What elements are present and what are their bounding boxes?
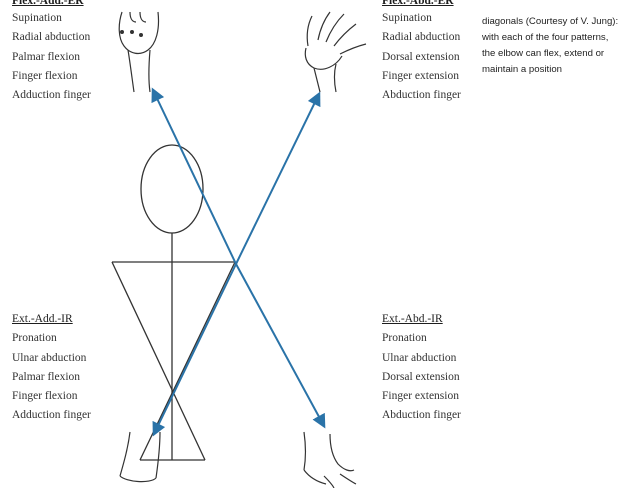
- fist-hand-icon: [119, 12, 158, 92]
- pattern-item: Ulnar abduction: [382, 349, 461, 368]
- pattern-item: Supination: [382, 9, 461, 28]
- pattern-item: Adduction finger: [12, 86, 91, 105]
- torso-right: [140, 262, 235, 460]
- caption-line: diagonals (Courtesy of V. Jung):: [482, 14, 640, 30]
- pattern-item: Pronation: [12, 329, 91, 348]
- pattern-item: Dorsal extension: [382, 368, 461, 387]
- pattern-item: Supination: [12, 9, 91, 28]
- pattern-item: Adduction finger: [12, 406, 91, 425]
- pattern-title: Ext.-Abd.-IR: [382, 310, 461, 329]
- pattern-item: Radial abduction: [382, 28, 461, 47]
- pattern-item: Finger flexion: [12, 67, 91, 86]
- pattern-item: Finger extension: [382, 387, 461, 406]
- open-hand-icon: [304, 432, 356, 488]
- fist-hand-icon: [120, 432, 160, 482]
- pattern-top-left: Flex.-Add.-ER Supination Radial abductio…: [12, 0, 91, 105]
- torso-left: [112, 262, 205, 460]
- arrow-bottom-left: [154, 264, 236, 434]
- pattern-item: Radial abduction: [12, 28, 91, 47]
- open-hand-icon: [305, 12, 366, 92]
- pattern-item: Finger flexion: [12, 387, 91, 406]
- caption-line: maintain a position: [482, 62, 640, 78]
- pattern-title: Flex.-Add.-ER: [12, 0, 91, 9]
- head: [141, 145, 203, 233]
- pattern-top-right: Flex.-Abd.-ER Supination Radial abductio…: [382, 0, 461, 105]
- pattern-item: Dorsal extension: [382, 48, 461, 67]
- arrow-top-right: [236, 94, 319, 264]
- pattern-item: Palmar flexion: [12, 48, 91, 67]
- pattern-item: Ulnar abduction: [12, 349, 91, 368]
- pattern-bottom-left: Ext.-Add.-IR Pronation Ulnar abduction P…: [12, 310, 91, 426]
- arrow-top-left: [153, 90, 236, 264]
- pattern-item: Abduction finger: [382, 406, 461, 425]
- arrow-bottom-right: [236, 264, 324, 426]
- pattern-bottom-right: Ext.-Abd.-IR Pronation Ulnar abduction D…: [382, 310, 461, 426]
- pattern-item: Pronation: [382, 329, 461, 348]
- pattern-item: Palmar flexion: [12, 368, 91, 387]
- figure-caption: diagonals (Courtesy of V. Jung): with ea…: [482, 14, 640, 78]
- caption-line: with each of the four patterns,: [482, 30, 640, 46]
- pattern-title: Flex.-Abd.-ER: [382, 0, 461, 9]
- caption-line: the elbow can flex, extend or: [482, 46, 640, 62]
- pattern-item: Finger extension: [382, 67, 461, 86]
- pattern-item: Abduction finger: [382, 86, 461, 105]
- pattern-title: Ext.-Add.-IR: [12, 310, 91, 329]
